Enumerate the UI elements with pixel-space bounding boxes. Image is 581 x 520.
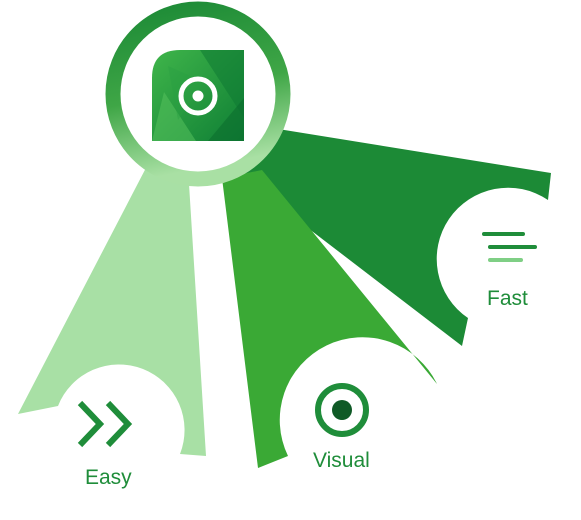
app-logo-eye-icon	[152, 50, 244, 141]
speed-lines-icon	[482, 232, 537, 262]
fast-label: Fast	[487, 287, 528, 310]
visual-blade	[222, 170, 437, 468]
easy-label: Easy	[85, 466, 132, 489]
easy-blade	[18, 164, 206, 456]
fast-blade	[240, 128, 551, 346]
visual-label: Visual	[313, 449, 370, 472]
double-chevron-right-icon	[77, 400, 133, 448]
eye-target-icon	[315, 383, 369, 437]
